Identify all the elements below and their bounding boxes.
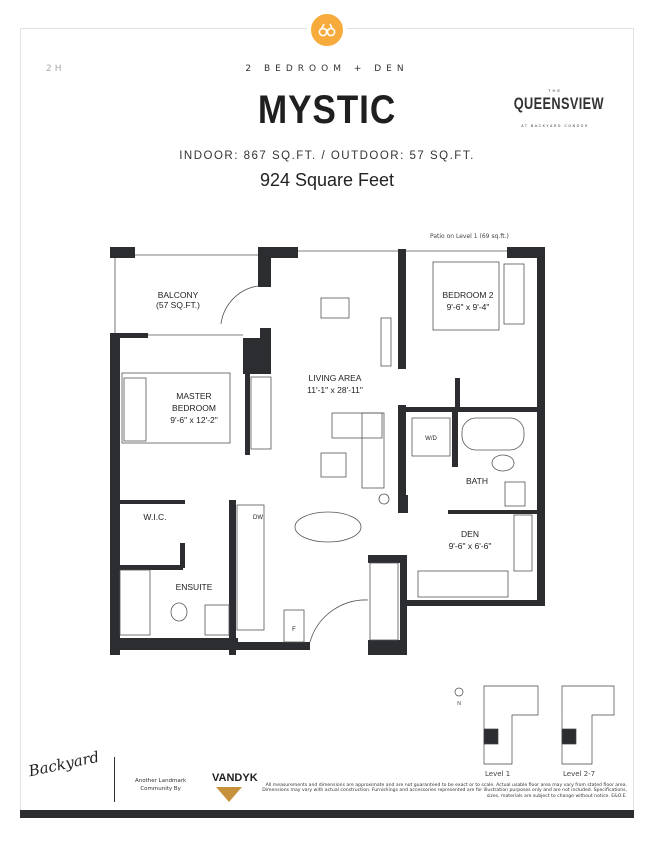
bedroom2-dimensions: 9'-6" x 9'-4" bbox=[447, 302, 490, 312]
compass-icon bbox=[454, 687, 464, 697]
unit-highlight-level2-7 bbox=[561, 728, 577, 745]
another-landmark: Another Landmark bbox=[135, 778, 187, 784]
logo-sub: AT BACKYARD CONDOS bbox=[521, 124, 589, 128]
level2-7-label: Level 2-7 bbox=[563, 770, 596, 778]
level1-label: Level 1 bbox=[485, 770, 511, 778]
model-name: MYSTIC bbox=[257, 88, 397, 132]
balcony-area: (57 SQ.FT.) bbox=[156, 300, 200, 310]
binoculars-icon bbox=[318, 23, 336, 37]
walls bbox=[110, 247, 545, 655]
keyplan-level1[interactable] bbox=[483, 685, 539, 765]
vandyk-logo-mark bbox=[216, 787, 242, 802]
queensview-logo: THE QUEENSVIEW AT BACKYARD CONDOS bbox=[500, 88, 610, 128]
fridge-label: F bbox=[292, 627, 296, 633]
ensuite-label: ENSUITE bbox=[176, 582, 213, 592]
wic-label: W.I.C. bbox=[143, 512, 166, 522]
keyplan-level2-7[interactable] bbox=[561, 685, 615, 765]
dishwasher-label: DW bbox=[253, 515, 263, 521]
unit-code: 2H bbox=[46, 64, 65, 74]
footer-divider bbox=[114, 757, 115, 802]
master-dimensions: 9'-6" x 12'-2" bbox=[170, 415, 218, 425]
footer-bar bbox=[20, 810, 634, 818]
windows-and-fixtures bbox=[114, 250, 533, 643]
bath-label: BATH bbox=[466, 476, 488, 486]
community-by: Community By bbox=[140, 786, 181, 792]
logo-name: QUEENSVIEW bbox=[513, 94, 604, 113]
unit-type: 2 BEDROOM + DEN bbox=[245, 64, 409, 74]
bedroom2-label: BEDROOM 2 bbox=[442, 290, 493, 300]
unit-highlight-level1 bbox=[483, 728, 499, 745]
den-dimensions: 9'-6" x 6'-6" bbox=[449, 541, 492, 551]
area-breakdown: INDOOR: 867 SQ.FT. / OUTDOOR: 57 SQ.FT. bbox=[179, 150, 475, 162]
master-label-1: MASTER bbox=[176, 391, 211, 401]
disclaimer: All measurements and dimensions are appr… bbox=[262, 783, 627, 799]
key-plan: N bbox=[454, 685, 615, 765]
room-labels: BALCONY (57 SQ.FT.) BEDROOM 2 9'-6" x 9'… bbox=[143, 290, 493, 633]
vandyk-logo: VANDYK bbox=[212, 772, 258, 784]
total-area: 924 Square Feet bbox=[259, 170, 395, 190]
den-label: DEN bbox=[461, 529, 479, 539]
north-label: N bbox=[457, 701, 461, 707]
living-label: LIVING AREA bbox=[309, 373, 362, 383]
binoculars-badge bbox=[307, 10, 347, 50]
washer-dryer-label: W/D bbox=[425, 436, 437, 442]
living-dimensions: 11'-1" x 28'-11" bbox=[307, 385, 363, 395]
master-label-2: BEDROOM bbox=[172, 403, 216, 413]
logo-the: THE bbox=[548, 88, 562, 93]
patio-note: Patio on Level 1 (69 sq.ft.) bbox=[430, 233, 509, 240]
landmark-text: Another Landmark Community By bbox=[135, 777, 186, 793]
balcony-label: BALCONY bbox=[158, 290, 199, 300]
